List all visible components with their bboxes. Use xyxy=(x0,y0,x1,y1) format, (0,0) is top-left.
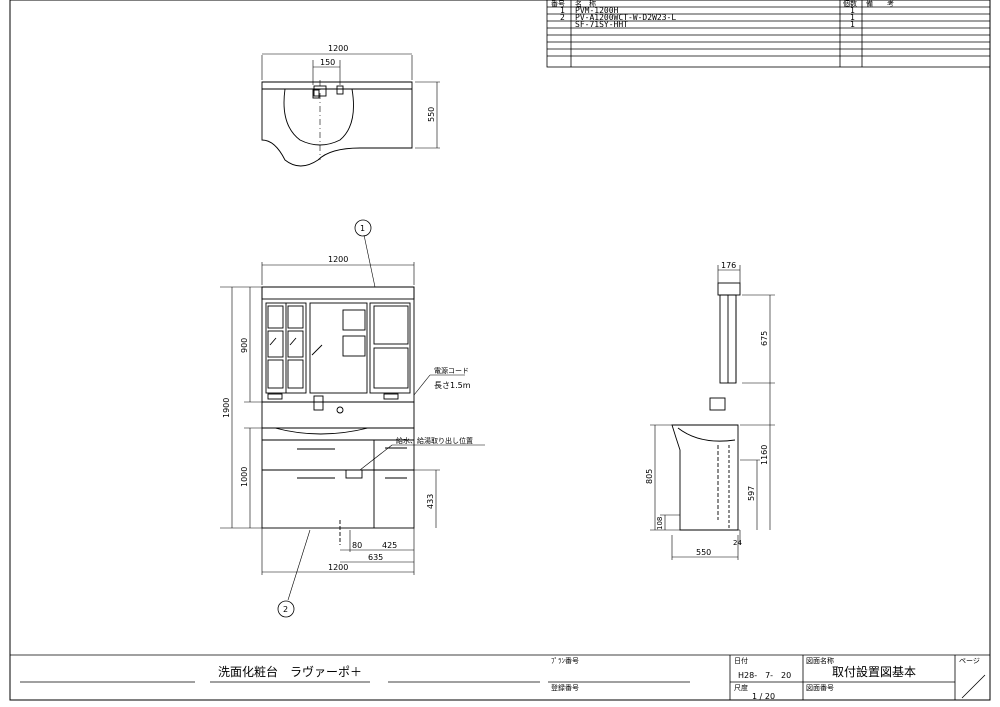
callout-2-label: 2 xyxy=(283,605,288,614)
callout-1-label: 1 xyxy=(360,224,365,233)
registration-no-label: 登録番号 xyxy=(551,683,579,692)
side-mirror-height-dim: 675 xyxy=(760,331,769,346)
table-header-name: 名 称 xyxy=(575,0,596,8)
scale-label: 尺度 xyxy=(734,683,748,692)
table-row-no: 1 xyxy=(560,6,565,15)
faucet-spacing-dim: 150 xyxy=(320,58,335,67)
side-view xyxy=(650,265,775,560)
page-label: ページ xyxy=(959,657,980,665)
table-row-qty: 1 xyxy=(850,20,855,29)
table-row-qty: 1 xyxy=(850,13,855,22)
title-block xyxy=(10,654,990,700)
dim-425: 425 xyxy=(382,541,397,550)
mirror-height-dim: 900 xyxy=(240,338,249,353)
date-value: H28- 7- 20 xyxy=(738,671,791,680)
cabinet-height-dim: 1000 xyxy=(240,467,249,487)
table-row-qty: 1 xyxy=(850,6,855,15)
dim-80: 80 xyxy=(352,541,362,550)
pipe-height-dim: 433 xyxy=(426,494,435,509)
plan-no-label: ﾌﾟﾗﾝ番号 xyxy=(551,657,579,665)
callout-2-circle xyxy=(277,600,295,618)
table-header-no: 番号 xyxy=(551,0,565,8)
table-row-no: 2 xyxy=(560,13,565,22)
mirror-width-dim: 1200 xyxy=(328,255,348,264)
drawing-no-label: 図面番号 xyxy=(806,684,834,692)
product-name: 洗面化粧台 ラヴァーポ＋ xyxy=(218,664,362,679)
table-header-qty: 個数 xyxy=(843,0,857,8)
side-counter-height-dim: 805 xyxy=(645,469,654,484)
total-height-dim: 1900 xyxy=(222,398,231,418)
pipe-position-label: 給水、給湯取り出し位置 xyxy=(396,436,473,445)
cabinet-width-dim: 1200 xyxy=(328,563,348,572)
side-total-height-dim: 1160 xyxy=(760,445,769,465)
side-toe-height-dim: 24 xyxy=(733,539,742,547)
table-row-name: SF-71SY-HHT xyxy=(575,20,628,29)
drawing-name-label: 図面名称 xyxy=(806,656,834,665)
side-depth-dim: 550 xyxy=(696,548,711,557)
power-cord-label: 電源コード xyxy=(434,366,469,375)
parts-table xyxy=(546,0,991,68)
power-cord-length: 長さ1.5m xyxy=(434,381,471,390)
top-view xyxy=(261,53,440,167)
date-label: 日付 xyxy=(734,656,748,665)
table-row-name: PV-A1200WCT-W-D2W23-L xyxy=(575,13,676,22)
side-base-height-dim: 108 xyxy=(656,517,664,530)
side-pipe-height-dim: 597 xyxy=(747,486,756,501)
callout-1-circle xyxy=(354,219,372,237)
sheet-border xyxy=(9,0,991,701)
side-top-depth-dim: 176 xyxy=(721,261,736,270)
front-view xyxy=(220,234,485,601)
scale-value: 1 / 20 xyxy=(752,692,775,701)
top-depth-dim: 550 xyxy=(427,107,436,122)
drawing-name: 取付設置図基本 xyxy=(832,664,916,679)
table-row-name: PVM-1200H xyxy=(575,6,619,15)
top-width-dim: 1200 xyxy=(328,44,348,53)
table-header-note: 備 考 xyxy=(866,0,894,8)
dim-635: 635 xyxy=(368,553,383,562)
